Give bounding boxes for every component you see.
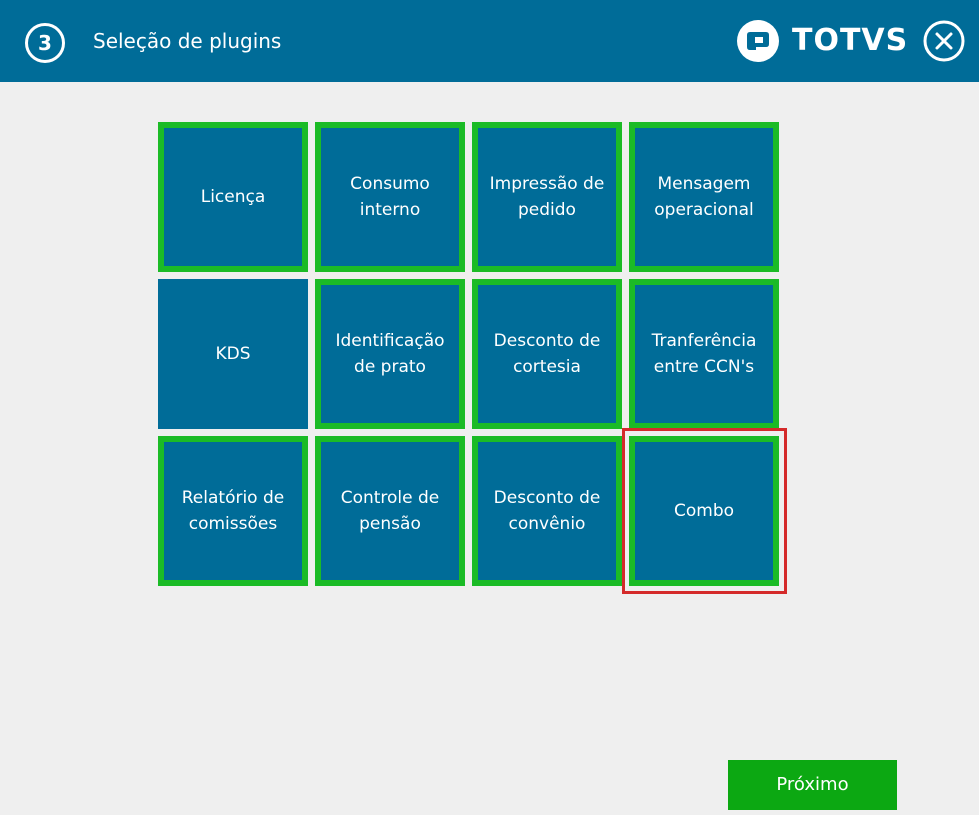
plugin-tile[interactable]: Desconto de convênio [472,436,622,586]
close-button[interactable] [922,19,966,63]
plugin-tile-label: Mensagem operacional [654,174,754,220]
plugin-tile[interactable]: Impressão de pedido [472,122,622,272]
plugin-tile-label: Impressão de pedido [489,174,605,220]
totvs-logo-text: TOTVS [792,23,909,58]
plugin-tile-label: Consumo interno [350,174,430,220]
plugin-tile[interactable]: Mensagem operacional [629,122,779,272]
plugin-tile[interactable]: KDS [158,279,308,429]
plugin-tile-label: Desconto de cortesia [493,331,601,377]
plugin-tile-label: Licença [200,187,266,207]
totvs-logo-icon [737,20,779,62]
plugin-tile-label: Desconto de convênio [493,488,601,534]
step-number-badge: 3 [25,23,65,63]
plugin-tile[interactable]: Licença [158,122,308,272]
plugin-tile[interactable]: Combo [629,436,779,586]
plugin-tile[interactable]: Identificação de prato [315,279,465,429]
plugin-tile[interactable]: Consumo interno [315,122,465,272]
plugin-tile-label: Tranferência entre CCN's [651,331,757,377]
plugin-tile-label: KDS [215,344,251,364]
plugin-tile[interactable]: Relatório de comissões [158,436,308,586]
close-icon [923,20,965,62]
totvs-logo: TOTVS [736,19,908,63]
plugin-tile[interactable]: Tranferência entre CCN's [629,279,779,429]
page-title: Seleção de plugins [93,29,282,53]
header-bar: 3 Seleção de plugins TOTVS [0,0,979,82]
plugin-tile[interactable]: Controle de pensão [315,436,465,586]
next-button[interactable]: Próximo [728,760,897,810]
plugin-tile-label: Identificação de prato [335,331,445,377]
plugin-tile[interactable]: Desconto de cortesia [472,279,622,429]
plugin-tile-label: Combo [673,501,735,521]
plugin-tile-label: Relatório de comissões [181,488,285,534]
plugin-tile-label: Controle de pensão [340,488,440,534]
